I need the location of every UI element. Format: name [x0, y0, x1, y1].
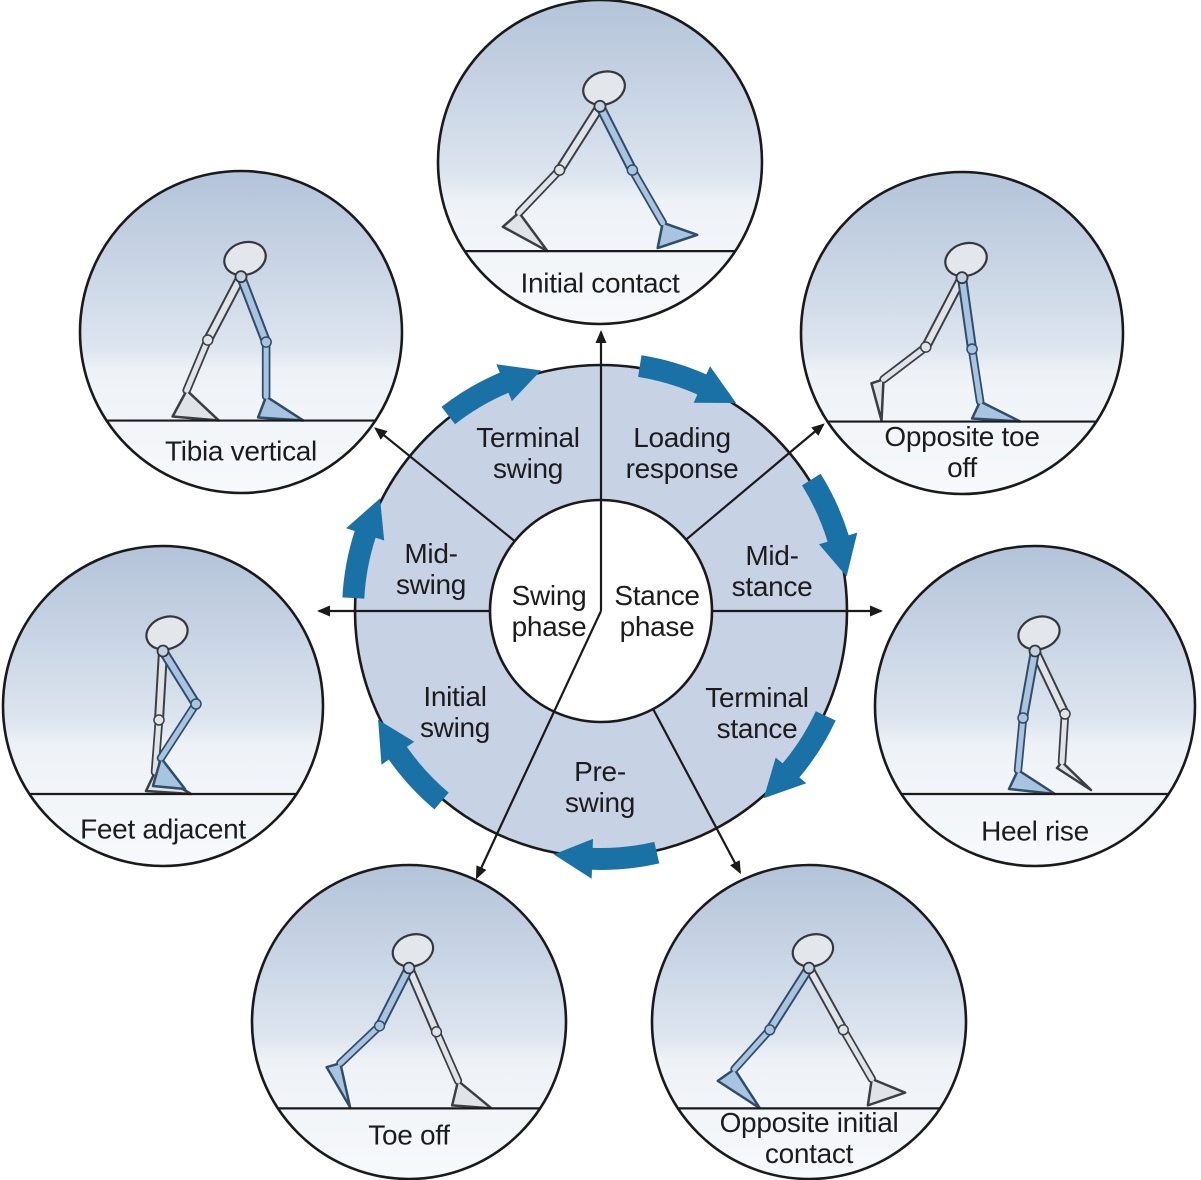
skeleton-illustration	[171, 240, 305, 422]
gait-wheel	[317, 330, 883, 880]
station-feet-adjacent	[1, 544, 325, 868]
pelvis-bone	[944, 241, 988, 278]
segment-divider	[496, 610, 602, 835]
station-label-tibia-vertical: Tibia vertical	[165, 435, 317, 467]
station-label-toe-off: Toe off	[368, 1119, 450, 1151]
segment-label-terminal-stance: Terminal stance	[705, 682, 809, 744]
station-circle	[78, 169, 404, 495]
station-pointer-arrow	[374, 427, 411, 458]
station-label-heel-rise: Heel rise	[981, 815, 1089, 847]
segment-label-pre-swing: Pre- swing	[564, 756, 636, 818]
pelvis-bone	[223, 240, 267, 277]
pelvis-bone	[145, 615, 189, 651]
station-circle	[250, 863, 568, 1180]
skeleton-illustration	[716, 933, 907, 1110]
segment-label-initial-swing: Initial swing	[419, 681, 491, 743]
station-label-opposite-initial-contact: Opposite initial contact	[719, 1107, 899, 1169]
pelvis-bone	[582, 70, 626, 106]
cycle-direction-arrow	[342, 498, 385, 599]
station-tibia-vertical	[78, 169, 404, 495]
station-circle	[873, 544, 1197, 868]
segment-divider	[685, 452, 791, 541]
station-label-feet-adjacent: Feet adjacent	[80, 813, 246, 845]
segment-label-loading-response: Loading response	[625, 422, 739, 484]
skeleton-illustration	[501, 70, 699, 253]
station-pointer-arrow	[475, 833, 498, 880]
segment-label-terminal-swing: Terminal swing	[476, 422, 580, 484]
station-circle	[650, 863, 968, 1180]
segment-divider	[652, 708, 718, 829]
cycle-direction-arrow	[553, 838, 660, 879]
cycle-direction-arrow	[441, 364, 541, 425]
pelvis-bone	[791, 933, 835, 968]
segment-divider	[409, 455, 516, 542]
station-circle	[436, 0, 764, 326]
skeleton-illustration	[1007, 615, 1093, 796]
station-toe-off	[250, 863, 568, 1180]
station-label-initial-contact: Initial contact	[520, 267, 680, 299]
station-heel-rise	[873, 544, 1197, 868]
pelvis-bone	[391, 933, 435, 968]
pelvis-bone	[1017, 615, 1061, 651]
station-initial-contact	[436, 0, 764, 326]
station-opposite-initial-contact	[650, 863, 968, 1180]
cycle-direction-arrow	[378, 719, 449, 810]
cycle-direction-arrow	[763, 711, 836, 799]
skeleton-illustration	[144, 615, 202, 796]
swing-phase-label: Swing phase	[511, 580, 587, 642]
segment-label-mid-stance: Mid- stance	[731, 540, 813, 602]
station-label-opposite-toe-off: Opposite toe off	[884, 421, 1040, 483]
station-pointer-arrow	[788, 423, 825, 454]
skeleton-illustration	[325, 933, 493, 1110]
stance-phase-label: Stance phase	[614, 580, 700, 642]
cycle-direction-arrow	[638, 355, 737, 403]
segment-label-mid-swing: Mid- swing	[395, 538, 467, 600]
cycle-direction-arrow	[802, 473, 858, 577]
station-opposite-toe-off	[799, 170, 1125, 496]
station-pointer-arrow	[715, 827, 741, 875]
skeleton-illustration	[870, 241, 1022, 423]
